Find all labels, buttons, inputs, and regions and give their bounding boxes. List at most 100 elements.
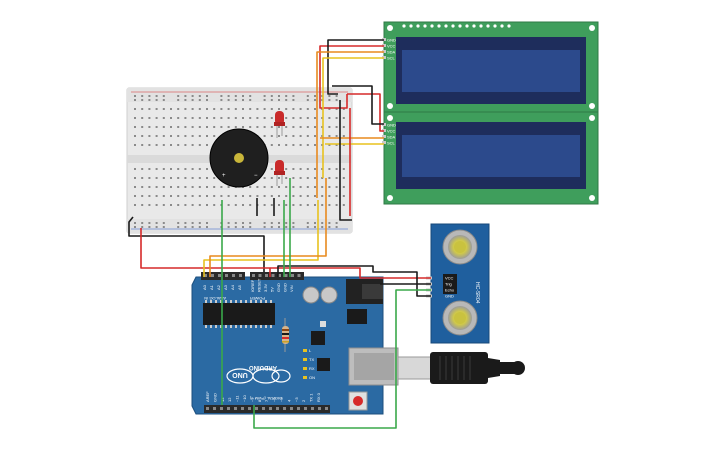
arduino-pin-label: 5V	[270, 287, 275, 292]
lcd-pin-label: VCC	[387, 44, 396, 49]
header-pin[interactable]	[258, 274, 262, 277]
power-header-label: POWER	[250, 296, 265, 301]
lcd-pin[interactable]	[382, 141, 386, 144]
lcd-pin-label: SDA	[387, 50, 396, 55]
header-pin[interactable]	[206, 407, 209, 410]
lcd-pin-label: VCC	[387, 129, 396, 134]
arduino-pin-label: ~11	[235, 395, 240, 402]
status-led	[303, 376, 307, 379]
header-pin[interactable]	[220, 407, 223, 410]
wire-gnd-lcd-top	[327, 39, 384, 95]
sensor-pin-label: Echo	[445, 288, 455, 293]
status-led-label: RX	[309, 366, 315, 371]
arduino-pin-label: GND	[212, 393, 217, 402]
arduino-uno-board: ANALOG IN POWER DIGITAL (PWM ~) ARDUINO …	[191, 272, 399, 415]
header-pin[interactable]	[252, 274, 255, 277]
wire-gnd-arduino	[128, 216, 265, 272]
lcd-pin-label: GND	[387, 38, 396, 43]
arduino-brand-label: ARDUINO	[249, 364, 277, 370]
header-pin[interactable]	[218, 274, 221, 277]
wire-sensor-vcc	[270, 267, 431, 279]
voltage-regulator	[347, 309, 367, 324]
lcd-pin-label: GND	[387, 123, 396, 128]
header-pin[interactable]	[297, 407, 300, 410]
header-pin[interactable]	[311, 407, 314, 410]
header-pin[interactable]	[291, 274, 294, 277]
header-pin[interactable]	[232, 274, 235, 277]
wire-sda-lcd-top	[316, 51, 384, 198]
status-led	[303, 367, 307, 370]
lcd-pin-label: SCL	[387, 141, 396, 146]
status-led	[303, 358, 307, 361]
header-pin[interactable]	[227, 407, 230, 410]
header-pin[interactable]	[265, 274, 268, 277]
arduino-pin-label: ~6	[272, 397, 277, 402]
arduino-pin-label: 2	[301, 399, 306, 402]
header-pin[interactable]	[234, 407, 237, 410]
header-pin[interactable]	[213, 407, 216, 410]
arduino-pin-label: 8	[257, 399, 262, 402]
header-pin[interactable]	[204, 274, 207, 277]
wire-vcc-lcd-bottom	[347, 93, 384, 132]
arduino-pin-label: VIN	[289, 285, 294, 292]
wire-5v-arduino	[140, 228, 271, 277]
capacitor	[320, 286, 338, 304]
header-pin[interactable]	[284, 274, 288, 277]
arduino-logo-icon	[226, 368, 280, 384]
arduino-pin-label: A3	[223, 284, 228, 290]
arduino-pin-label: ~5	[279, 397, 284, 402]
wire-gnd-lcd-bottom	[332, 85, 384, 125]
header-pin[interactable]	[255, 407, 258, 410]
lcd-pin[interactable]	[382, 135, 386, 138]
header-pin[interactable]	[290, 407, 293, 410]
arduino-pin-label: RESET	[257, 278, 262, 292]
header-pin[interactable]	[283, 407, 286, 410]
lcd-top-header-pads	[402, 24, 511, 28]
header-pin[interactable]	[241, 407, 244, 410]
header-pin[interactable]	[276, 407, 279, 410]
digital-header-label: DIGITAL (PWM ~)	[249, 396, 282, 401]
sensor-pin-label: GND	[445, 294, 454, 299]
header-pin[interactable]	[304, 407, 307, 410]
wire-a5-scl	[203, 200, 319, 277]
status-led-label: ON	[309, 375, 315, 380]
header-pin[interactable]	[248, 407, 251, 410]
header-pin[interactable]	[225, 274, 228, 277]
buzzer-minus-label: −	[254, 173, 258, 179]
header-pin[interactable]	[278, 274, 281, 277]
status-led-label: L	[309, 348, 312, 353]
piezo-buzzer: + −	[209, 128, 269, 188]
status-led-label: TX	[309, 357, 314, 362]
arduino-pin-label: A2	[216, 284, 221, 290]
arduino-pin-label: GND	[276, 283, 281, 292]
header-pin[interactable]	[211, 274, 214, 277]
wires	[128, 39, 431, 429]
arduino-pin-label: 3.3V	[263, 283, 268, 292]
arduino-pin-label: 4	[286, 399, 291, 402]
header-pin[interactable]	[269, 407, 272, 410]
wire-sensor-gnd	[277, 265, 431, 297]
arduino-pin-label: ~10	[242, 394, 247, 402]
capacitor	[302, 286, 320, 304]
arduino-model-label: UNO	[232, 371, 248, 378]
arduino-pin-label: RX 0	[316, 392, 321, 402]
header-pin[interactable]	[318, 407, 321, 410]
header-pin[interactable]	[325, 407, 328, 410]
wire-gnd-rail-right	[339, 100, 352, 221]
usb-cable	[397, 352, 525, 384]
header-pin[interactable]	[271, 274, 275, 277]
arduino-pin-label: A4	[230, 284, 235, 290]
wire-vcc-lcd-top	[319, 45, 384, 109]
arduino-pin-label: 7	[264, 399, 269, 402]
arduino-pin-label: TX 1	[309, 393, 314, 402]
sensor-pin-label: VCC	[445, 276, 454, 281]
arduino-pin-label: A0	[202, 284, 207, 290]
arduino-pin-label: A1	[209, 284, 214, 290]
header-pin[interactable]	[262, 407, 265, 410]
arduino-pin-label: ~9	[249, 397, 254, 402]
header-pin[interactable]	[239, 274, 242, 277]
header-pin[interactable]	[297, 274, 301, 277]
